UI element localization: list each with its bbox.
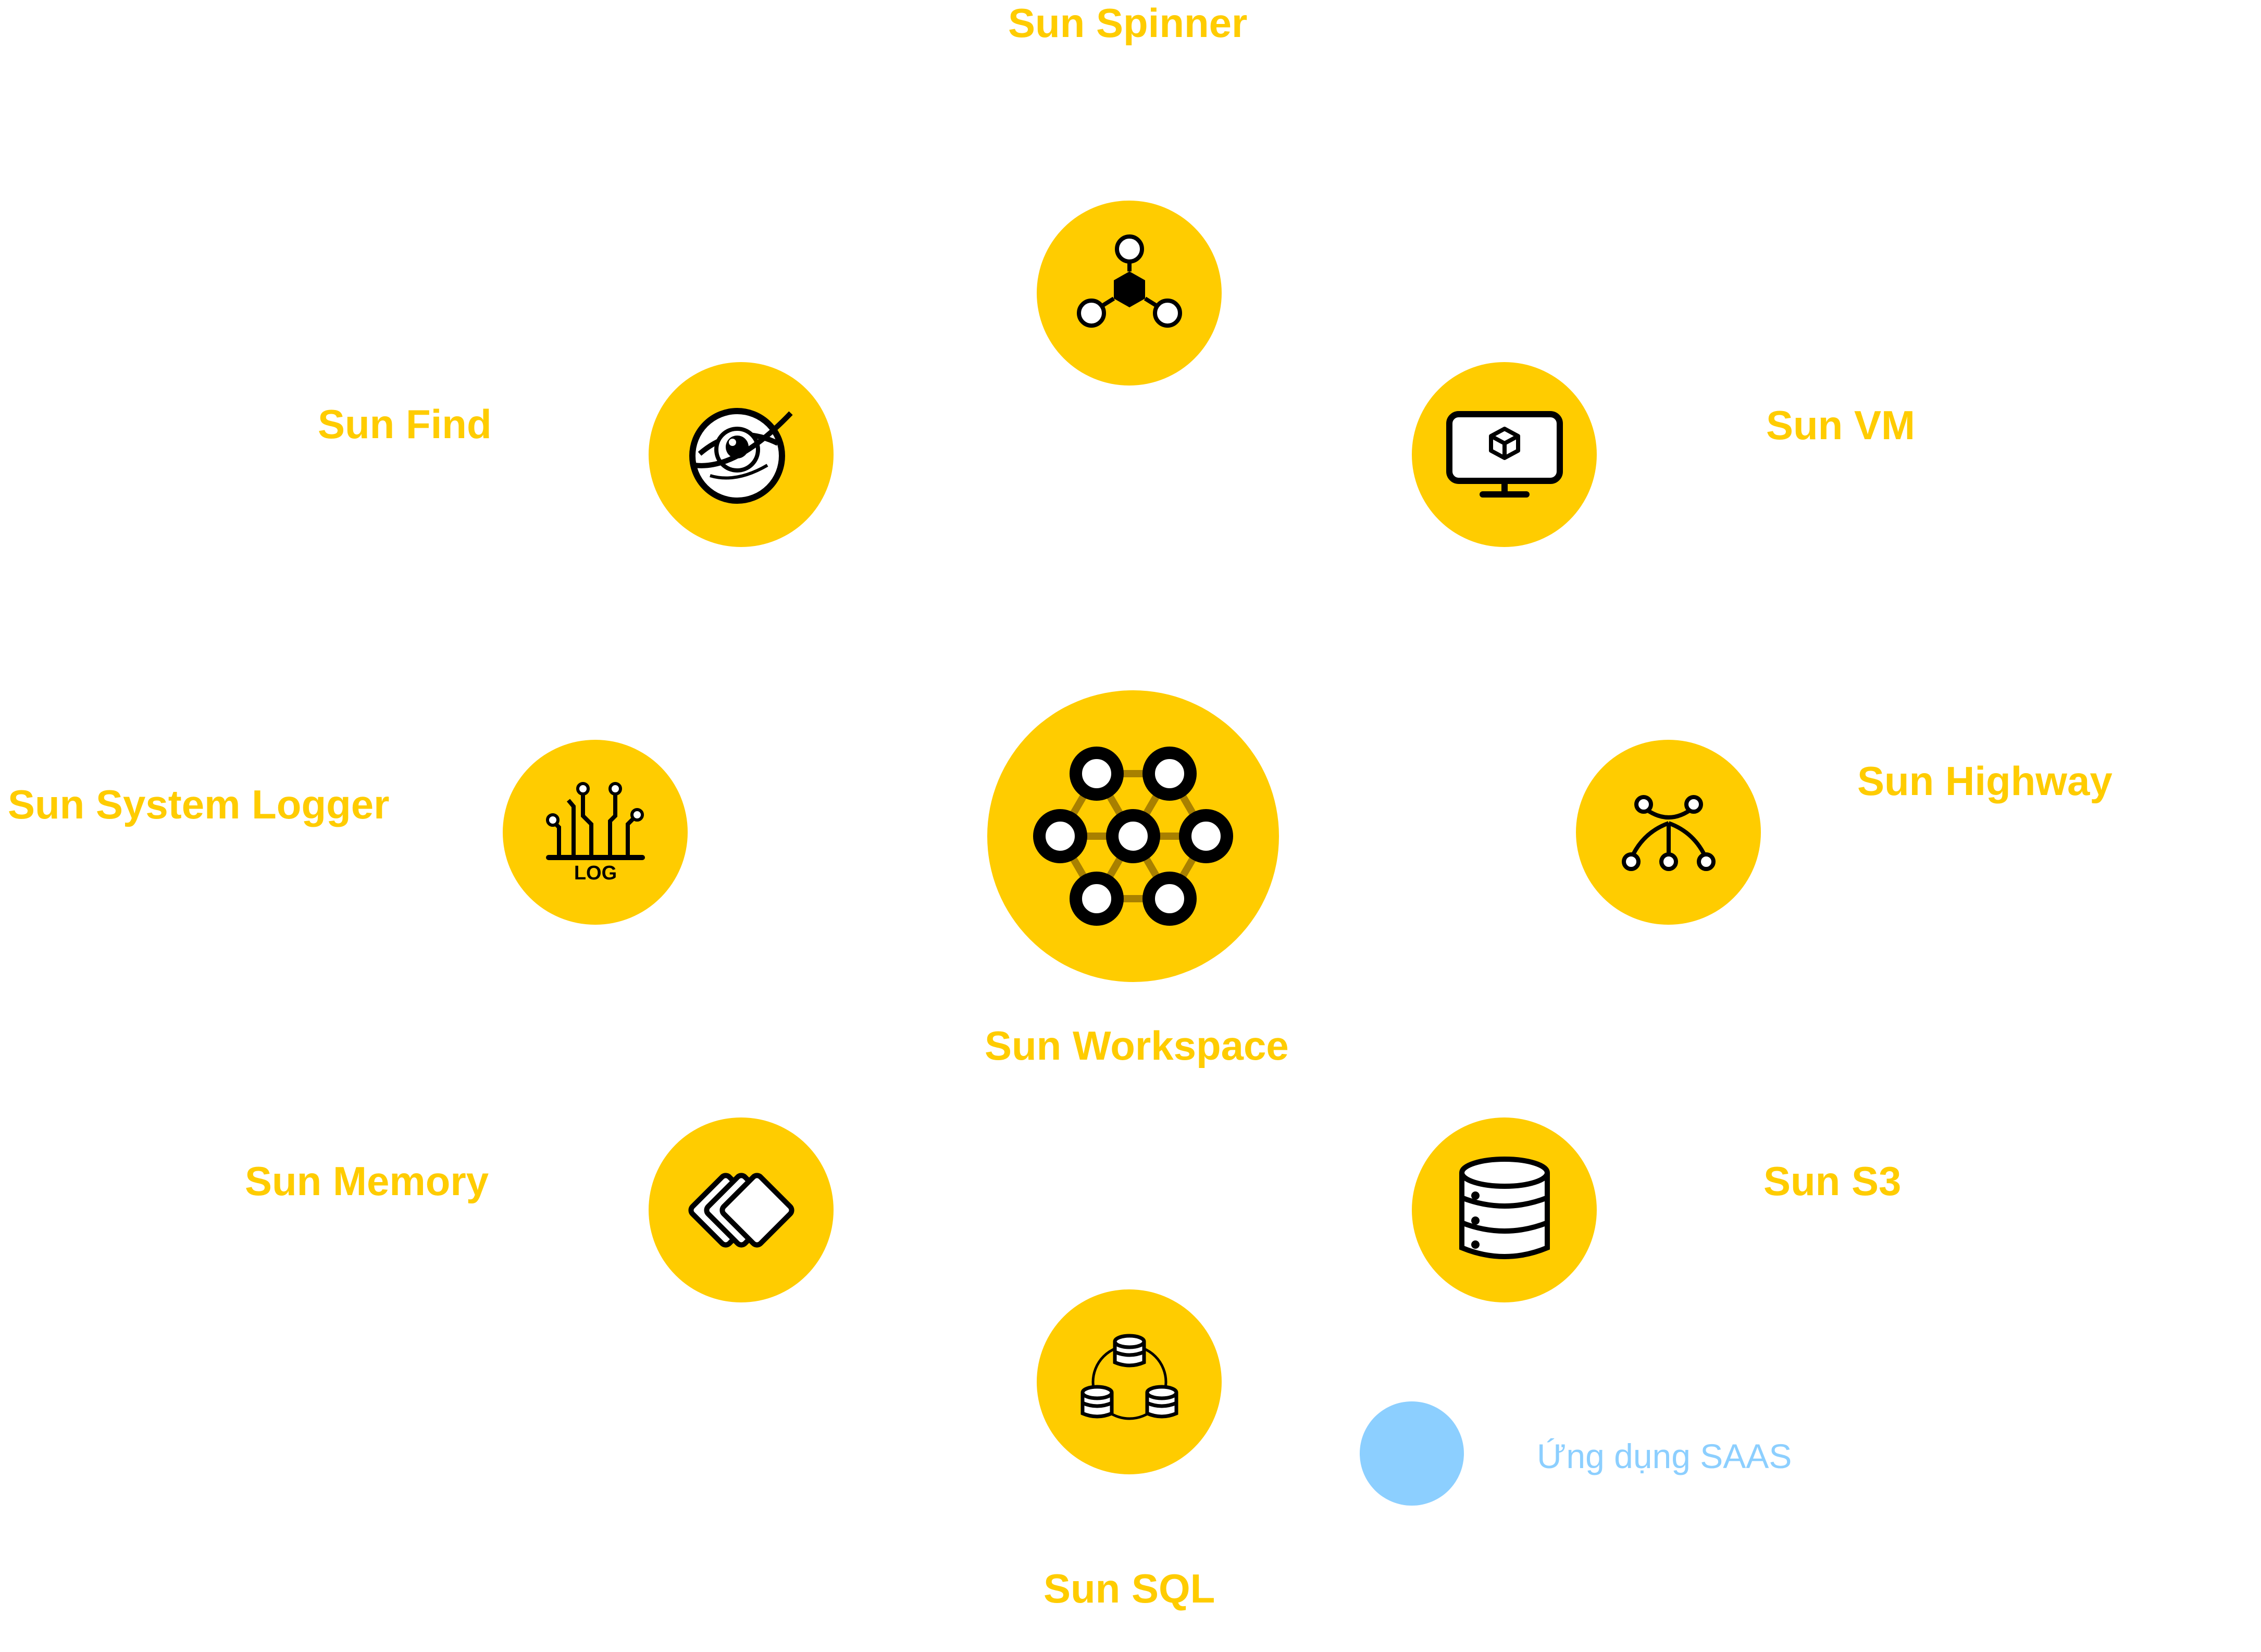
network-branch-icon (1621, 794, 1716, 871)
hexagonal-mesh-icon (1033, 747, 1233, 926)
log-circuit-icon: LOG (545, 781, 645, 884)
node-label-workspace: Sun Workspace (985, 1023, 1289, 1069)
node-spinner[interactable] (1037, 201, 1222, 386)
cluster-hexagon-icon (1076, 234, 1182, 328)
eye-search-icon (689, 407, 793, 504)
node-label-sql: Sun SQL (1043, 1566, 1215, 1611)
node-sql[interactable] (1037, 1289, 1222, 1474)
node-logger[interactable]: LOG (503, 740, 688, 925)
monitor-cube-icon (1446, 411, 1563, 498)
svg-text:LOG: LOG (574, 862, 616, 884)
node-memory[interactable] (649, 1117, 834, 1302)
node-find[interactable] (649, 362, 834, 547)
node-label-logger: Sun System Logger (8, 781, 390, 827)
node-label-vm: Sun VM (1766, 402, 1915, 448)
node-s3[interactable] (1412, 1117, 1597, 1302)
legend-saas-dot (1360, 1401, 1464, 1506)
database-stack-icon (1459, 1156, 1550, 1259)
node-vm[interactable] (1412, 362, 1597, 547)
database-cluster-icon (1080, 1334, 1178, 1420)
stacked-cards-icon (688, 1172, 794, 1248)
node-label-memory: Sun Memory (245, 1158, 489, 1204)
node-label-spinner: Sun Spinner (1008, 0, 1248, 46)
node-workspace[interactable] (987, 690, 1279, 982)
node-label-s3: Sun S3 (1763, 1158, 1902, 1204)
node-label-find: Sun Find (318, 401, 492, 447)
node-highway[interactable] (1576, 740, 1761, 925)
node-label-highway: Sun Highway (1857, 758, 2113, 804)
legend-saas-label: Ứng dụng SAAS (1537, 1437, 1792, 1475)
